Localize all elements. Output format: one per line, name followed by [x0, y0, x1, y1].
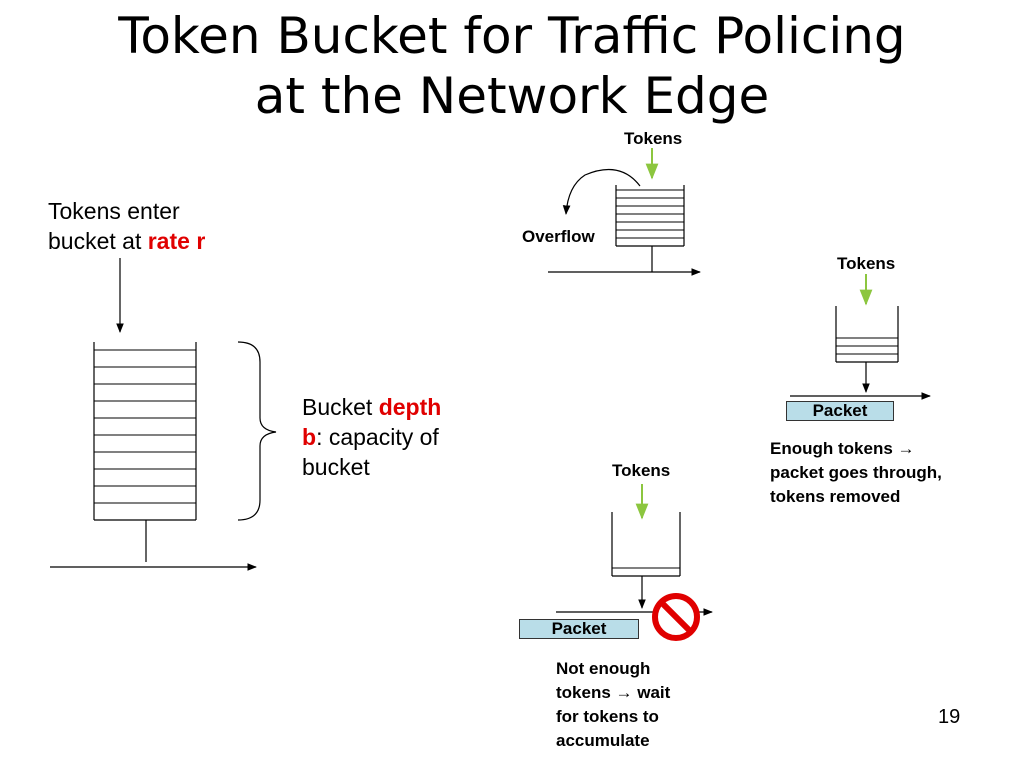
- depth-highlight: depth: [378, 394, 442, 420]
- not-enough-caption: Not enough tokens → wait for tokens to a…: [556, 657, 670, 753]
- enough-caption-line-3: tokens removed: [770, 487, 901, 506]
- main-bucket: [93, 342, 197, 562]
- overflow-bucket: [615, 185, 685, 272]
- rate-label-line-1: Tokens enter: [48, 198, 180, 224]
- rate-label-text: bucket at: [48, 228, 148, 254]
- page-number: 19: [938, 706, 961, 728]
- rate-label-line-2: bucket at rate r: [48, 226, 205, 256]
- not-enough-caption-line-1: Not enough: [556, 659, 651, 678]
- depth-brace: [237, 341, 277, 521]
- depth-label: Bucket depth b: capacity of bucket: [302, 392, 441, 482]
- not-enough-packet: Packet: [519, 619, 639, 639]
- enough-tokens-label: Tokens: [837, 254, 896, 273]
- overflow-label: Overflow: [522, 227, 595, 246]
- enough-packet: Packet: [786, 401, 894, 421]
- depth-b-highlight: b: [302, 424, 317, 450]
- slide-title: Token Bucket for Traffic Policing at the…: [0, 6, 1024, 126]
- depth-label-line-3: bucket: [302, 454, 370, 480]
- no-entry-icon: [652, 593, 700, 641]
- title-line-2: at the Network Edge: [254, 67, 770, 125]
- main-bucket-tokens: [94, 349, 196, 504]
- not-enough-bucket: [611, 512, 681, 609]
- rate-label: Tokens enter bucket at rate r: [48, 196, 205, 256]
- enough-bucket: [835, 306, 899, 393]
- depth-label-text-1: Bucket: [302, 394, 379, 420]
- enough-caption-line-2: packet goes through,: [770, 463, 942, 482]
- enough-caption: Enough tokens → packet goes through, tok…: [770, 437, 942, 509]
- depth-label-text-2: : capacity of: [316, 424, 439, 450]
- not-enough-caption-line-4: accumulate: [556, 731, 650, 750]
- depth-label-line-2: b: capacity of: [302, 422, 441, 452]
- not-enough-caption-line-2: tokens → wait: [556, 683, 671, 702]
- title-line-1: Token Bucket for Traffic Policing: [118, 7, 906, 65]
- overflow-curve-arrow: [562, 168, 641, 215]
- overflow-tokens-label: Tokens: [624, 129, 683, 148]
- rate-highlight: rate r: [147, 228, 206, 254]
- depth-label-line-1: Bucket depth: [302, 392, 441, 422]
- not-enough-tokens-label: Tokens: [612, 461, 671, 480]
- not-enough-caption-line-3: for tokens to: [556, 707, 659, 726]
- enough-caption-line-1: Enough tokens →: [770, 439, 915, 458]
